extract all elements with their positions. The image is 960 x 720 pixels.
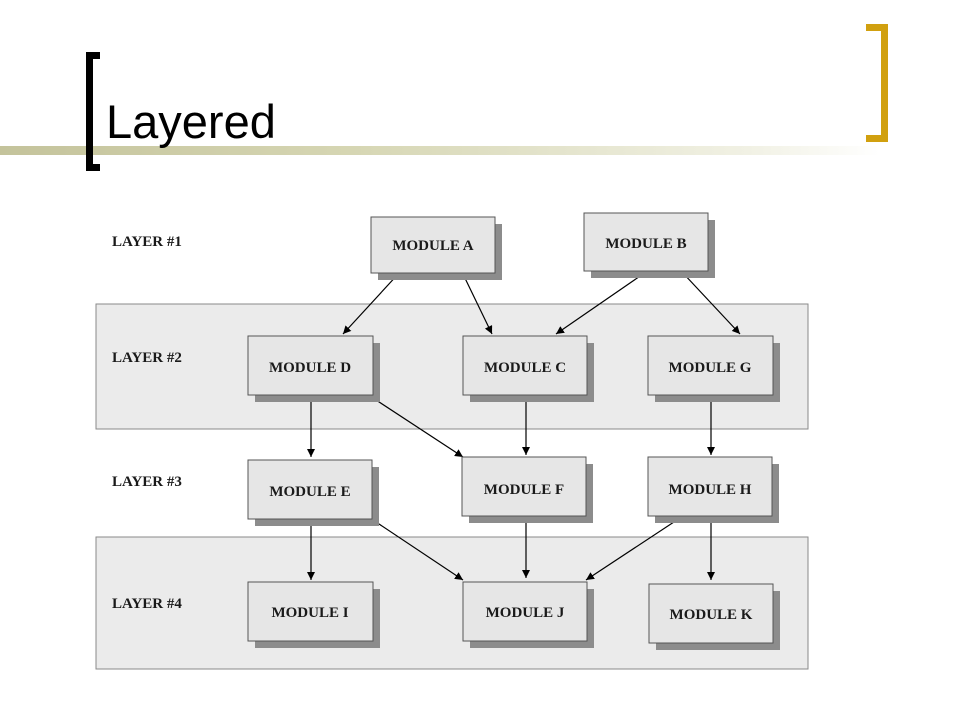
arrow-h-to-j <box>585 517 681 581</box>
slide-title: Layered <box>106 95 276 148</box>
module-h: MODULE H <box>647 456 779 523</box>
module-e: MODULE E <box>247 459 379 526</box>
layer-label-1: LAYER #1 <box>112 234 182 250</box>
module-f: MODULE F <box>461 456 593 523</box>
arrow-b-to-c <box>555 271 647 335</box>
arrow-a-to-c <box>461 271 493 335</box>
right-bracket-decoration <box>866 24 888 142</box>
module-b: MODULE B <box>583 212 715 278</box>
module-a: MODULE A <box>370 216 502 280</box>
module-c-label: MODULE C <box>484 360 566 376</box>
module-c: MODULE C <box>462 335 594 402</box>
module-d: MODULE D <box>247 335 380 402</box>
layer-label-4: LAYER #4 <box>112 596 182 612</box>
module-g: MODULE G <box>647 335 780 402</box>
module-h-label: MODULE H <box>669 482 752 498</box>
module-b-label: MODULE B <box>605 236 686 252</box>
arrow-b-to-g <box>681 271 741 335</box>
module-e-label: MODULE E <box>269 484 350 500</box>
title-underline-rule <box>0 146 880 155</box>
arrow-a-to-d <box>342 271 401 335</box>
module-i: MODULE I <box>247 581 380 648</box>
module-f-label: MODULE F <box>484 482 564 498</box>
layer-label-3: LAYER #3 <box>112 474 182 490</box>
module-j: MODULE J <box>462 581 594 648</box>
module-i-label: MODULE I <box>271 605 348 621</box>
module-k: MODULE K <box>648 583 780 650</box>
arrow-e-to-j <box>372 519 464 581</box>
module-k-label: MODULE K <box>670 607 753 623</box>
dependency-arrows <box>307 271 741 581</box>
arrow-d-to-f <box>372 397 464 458</box>
module-g-label: MODULE G <box>669 360 752 376</box>
left-bracket-decoration <box>86 52 100 171</box>
layer-label-2: LAYER #2 <box>112 350 182 366</box>
module-j-label: MODULE J <box>486 605 565 621</box>
module-a-label: MODULE A <box>392 238 473 254</box>
module-d-label: MODULE D <box>269 360 351 376</box>
